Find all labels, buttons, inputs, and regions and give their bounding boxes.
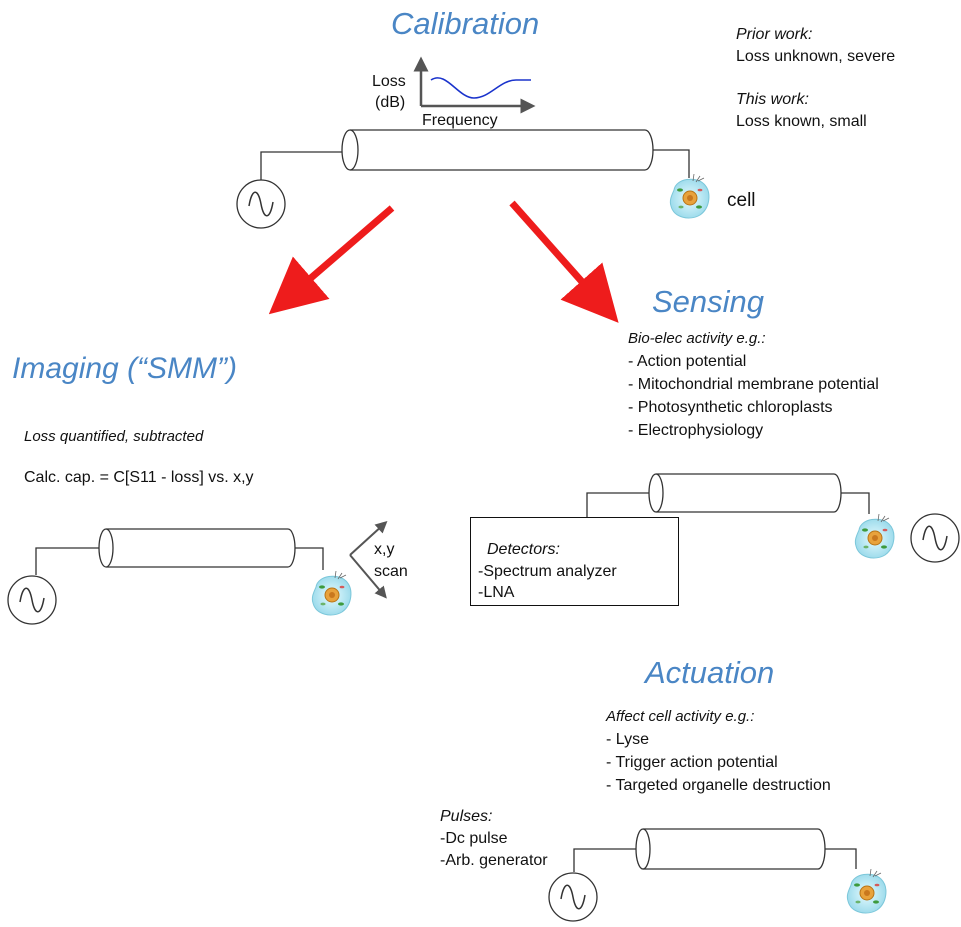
actuation-item: - Targeted organelle destruction	[606, 777, 831, 794]
arrow-to-imaging	[268, 205, 395, 315]
sensing-title: Sensing	[652, 284, 765, 319]
sensing-item: - Mitochondrial membrane potential	[628, 376, 879, 393]
prior-work-label: Prior work:	[736, 26, 813, 43]
pulse-item: -Arb. generator	[440, 852, 548, 869]
signal-source-icon	[548, 872, 598, 922]
calibration-loss-graph	[413, 56, 536, 114]
cell-label: cell	[727, 190, 756, 211]
this-work-label: This work:	[736, 91, 809, 108]
pulses-title: Pulses:	[440, 808, 493, 825]
actuation-subtitle: Affect cell activity e.g.:	[606, 708, 755, 725]
actuation-title: Actuation	[645, 655, 775, 690]
scan-label-line2: scan	[374, 563, 408, 580]
imaging-formula: Calc. cap. = C[S11 - loss] vs. x,y	[24, 469, 254, 486]
sensing-circuit	[586, 473, 960, 563]
cell-icon	[846, 868, 887, 914]
sensing-item: - Photosynthetic chloroplasts	[628, 399, 833, 416]
signal-source-icon	[7, 575, 57, 625]
sensing-item: - Electrophysiology	[628, 422, 764, 439]
cell-icon	[669, 173, 710, 219]
graph-ylabel-line2: (dB)	[375, 94, 406, 111]
scan-label-line1: x,y	[374, 541, 395, 558]
graph-ylabel-line1: Loss	[372, 73, 406, 90]
actuation-item: - Lyse	[606, 731, 649, 748]
calibration-circuit	[236, 129, 710, 229]
actuation-circuit	[548, 828, 887, 922]
signal-source-icon	[236, 179, 286, 229]
sensing-subtitle: Bio-elec activity e.g.:	[628, 330, 766, 347]
detectors-box	[470, 517, 679, 606]
imaging-note: Loss quantified, subtracted	[24, 428, 204, 445]
this-work-text: Loss known, small	[736, 113, 867, 130]
pulse-item: -Dc pulse	[440, 830, 508, 847]
imaging-circuit	[7, 520, 388, 625]
detector-item: -LNA	[478, 584, 515, 601]
calibration-title: Calibration	[391, 6, 540, 41]
arrow-to-sensing	[509, 200, 619, 323]
actuation-item: - Trigger action potential	[606, 754, 778, 771]
imaging-title: Imaging (“SMM”)	[12, 352, 238, 385]
cell-icon	[311, 570, 352, 616]
sensing-item: - Action potential	[628, 353, 747, 370]
detector-item: -Spectrum analyzer	[478, 563, 617, 580]
loss-curve	[430, 77, 531, 99]
cell-icon	[854, 513, 895, 559]
signal-source-icon	[910, 513, 960, 563]
prior-work-text: Loss unknown, severe	[736, 48, 896, 65]
detectors-title: Detectors:	[487, 541, 560, 558]
graph-xlabel: Frequency	[422, 112, 498, 129]
